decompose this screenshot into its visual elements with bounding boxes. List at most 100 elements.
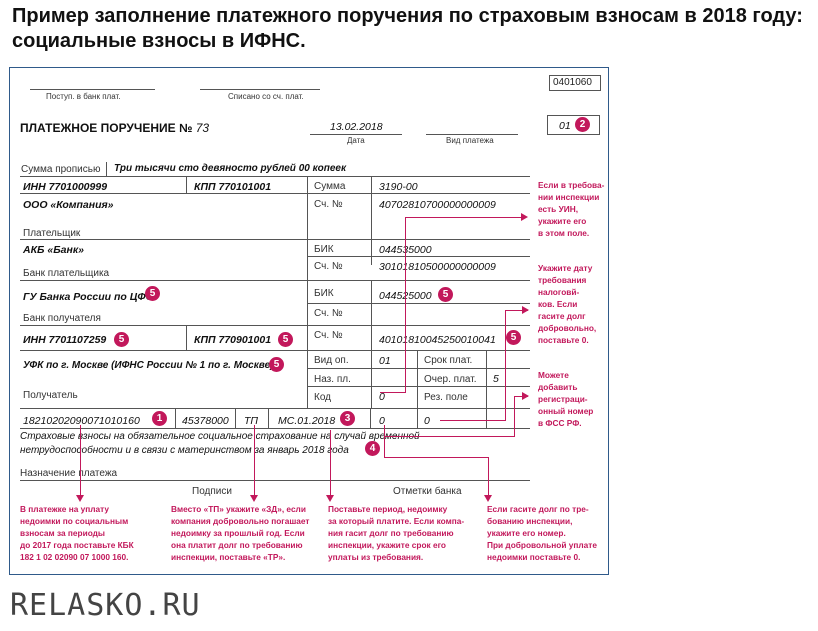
- connector: [505, 310, 528, 311]
- form-code-box: [549, 75, 601, 91]
- date-line: [310, 134, 402, 135]
- watermark: RELASKO.RU: [10, 588, 201, 623]
- row-line: [20, 176, 530, 177]
- payee-kpp: КПП 770901001: [194, 334, 272, 346]
- row-line: [20, 428, 530, 429]
- amount-words-label: Сумма прописью: [21, 164, 101, 175]
- amount-words: Три тысячи сто девяносто рублей 00 копее…: [114, 163, 347, 174]
- divider: [106, 162, 107, 176]
- row-line: [307, 386, 530, 387]
- note-line: поставьте 0.: [538, 335, 589, 345]
- sum-value: 3190-00: [379, 181, 418, 193]
- note-line: в этом поле.: [538, 228, 590, 238]
- reserve-label: Рез. поле: [424, 392, 468, 403]
- payee-name: УФК по г. Москве (ИФНС России № 1 по г. …: [23, 360, 274, 371]
- op-type-label: Вид оп.: [314, 355, 349, 366]
- note-doc-number: Если гасите долг по тре- бованию инспекц…: [487, 503, 597, 563]
- payee-label: Получатель: [23, 390, 78, 401]
- code-value: 0: [379, 391, 385, 403]
- payer-bank-corr: 30101810500000000009: [379, 261, 496, 273]
- note-line: укажите его номер.: [487, 528, 566, 538]
- order-value: 5: [493, 373, 499, 385]
- arrow-icon: [522, 392, 529, 400]
- note-uin: Если в требова- нии инспекции есть УИН, …: [538, 179, 604, 239]
- payer-account: 40702810700000000009: [379, 199, 496, 211]
- divider: [371, 280, 372, 350]
- note-line: компания добровольно погашает: [171, 516, 310, 526]
- divider: [417, 350, 418, 408]
- note-line: В платежке на уплату: [20, 504, 110, 514]
- payer-bank-label: Банк плательщика: [23, 268, 110, 279]
- note-line: недоимки по социальным: [20, 516, 129, 526]
- note-line: 182 1 02 02090 07 1000 160.: [20, 552, 129, 562]
- row-line: [20, 193, 530, 194]
- kbk-value: 18210202090071010160: [23, 415, 140, 427]
- row-line: [20, 325, 530, 326]
- row-line: [307, 303, 530, 304]
- badge-5f: 5: [269, 357, 284, 372]
- divider: [186, 176, 187, 193]
- status-box: [547, 115, 600, 135]
- connector: [514, 396, 528, 397]
- badge-5a: 5: [145, 286, 160, 301]
- badge-5d: 5: [278, 332, 293, 347]
- divider: [486, 408, 487, 428]
- badge-1: 1: [152, 411, 167, 426]
- connector: [440, 420, 506, 421]
- oktmo-value: 45378000: [182, 415, 229, 427]
- arrow-icon: [250, 495, 258, 502]
- note-line: в ФСС РФ.: [538, 418, 582, 428]
- divider: [371, 350, 372, 408]
- connector: [405, 217, 406, 392]
- divider: [307, 350, 308, 408]
- payer-account-label: Сч. №: [314, 199, 343, 210]
- order-number: 73: [195, 121, 210, 135]
- payment-type-line: [426, 134, 518, 135]
- payer-name: ООО «Компания»: [23, 199, 114, 211]
- connector: [80, 425, 81, 497]
- connector: [405, 217, 523, 218]
- note-line: недоимку за прошлый год. Если: [171, 528, 305, 538]
- row-line: [20, 239, 307, 240]
- divider: [175, 408, 176, 428]
- status-code: 01: [559, 120, 571, 132]
- payer-label: Плательщик: [23, 228, 81, 239]
- debited-line: [200, 89, 320, 90]
- connector: [384, 457, 488, 458]
- received-line: [30, 89, 155, 90]
- connector: [330, 430, 331, 497]
- row-line: [20, 350, 530, 351]
- connector: [385, 436, 515, 437]
- divider: [186, 325, 187, 350]
- payee-corr-label: Сч. №: [314, 308, 343, 319]
- note-line: Вместо «ТП» укажите «ЗД», если: [171, 504, 306, 514]
- note-basis: Вместо «ТП» укажите «ЗД», если компания …: [171, 503, 309, 563]
- payer-corr-label: Сч. №: [314, 261, 343, 272]
- payment-order-form: 0401060 Поступ. в банк плат. Списано со …: [9, 67, 609, 575]
- row-line: [20, 280, 530, 281]
- note-line: Если в требова-: [538, 180, 605, 190]
- payee-account: 40101810045250010041: [379, 334, 496, 346]
- payee-bank-label: Банк получателя: [23, 313, 101, 324]
- payer-bik-label: БИК: [314, 244, 334, 255]
- badge-3: 3: [340, 411, 355, 426]
- arrow-icon: [326, 495, 334, 502]
- doc-number-value: 0: [379, 415, 385, 427]
- note-line: бованию инспекции,: [487, 516, 573, 526]
- note-line: взносам за периоды: [20, 528, 106, 538]
- payee-account-label: Сч. №: [314, 330, 343, 341]
- divider: [235, 408, 236, 428]
- payee-bank: ГУ Банка России по ЦФО: [23, 291, 154, 303]
- note-line: При добровольной уплате: [487, 540, 597, 550]
- debited-label: Списано со сч. плат.: [228, 92, 304, 101]
- note-fss: Можете добавить регистраци- онный номер …: [538, 369, 593, 429]
- note-line: нии инспекции: [538, 192, 600, 202]
- note-line: до 2017 года поставьте КБК: [20, 540, 134, 550]
- note-requirement-date: Укажите дату требования налоговй- ков. Е…: [538, 262, 596, 346]
- badge-4: 4: [365, 441, 380, 456]
- arrow-icon: [522, 306, 529, 314]
- divider: [486, 350, 487, 408]
- arrow-icon: [76, 495, 84, 502]
- signatures-label: Подписи: [192, 486, 232, 497]
- payee-inn: ИНН 7701107259: [23, 334, 107, 346]
